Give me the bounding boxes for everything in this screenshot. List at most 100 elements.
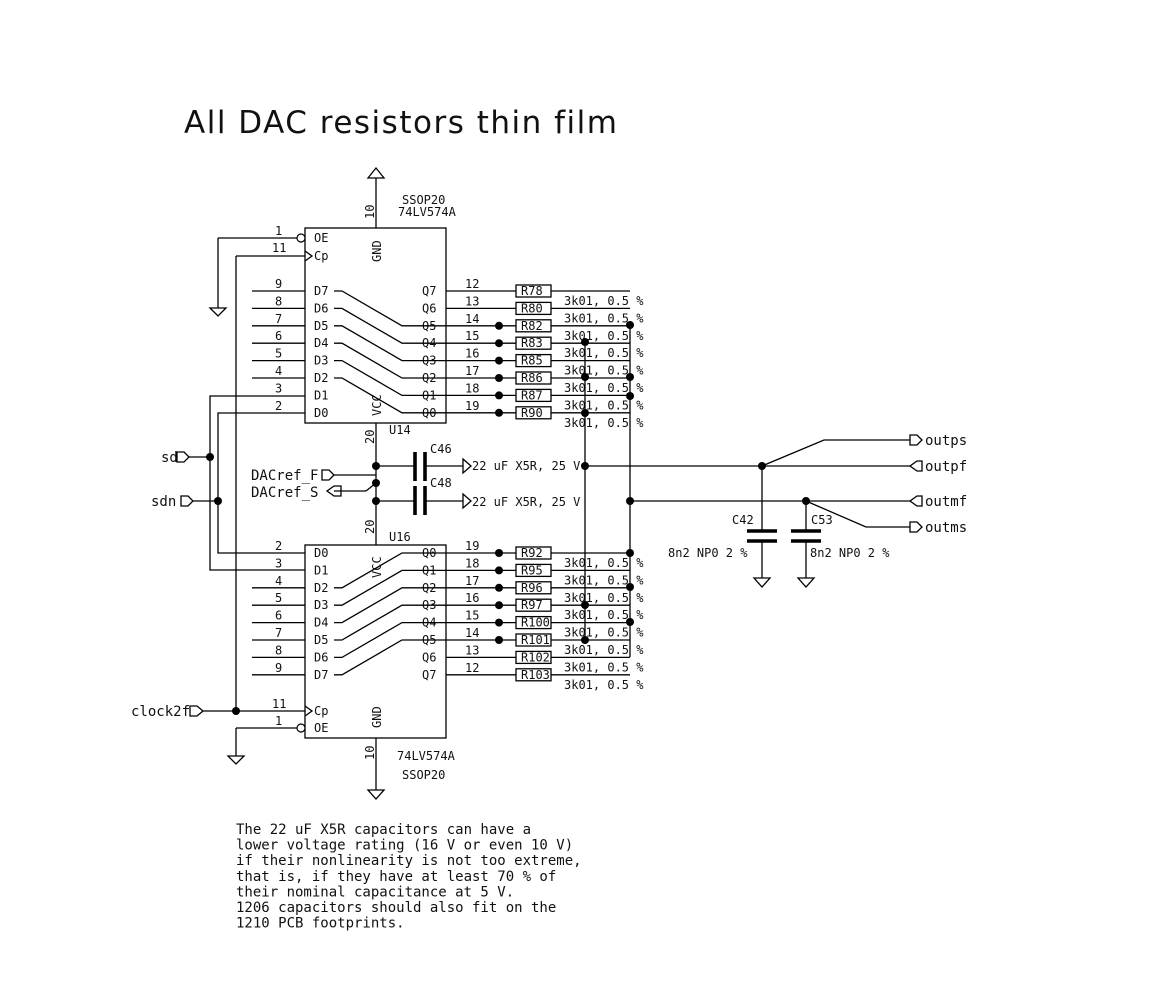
sd-port-icon (176, 451, 190, 463)
u16-output-pin: 13 (465, 643, 479, 657)
sdn-label: sdn (151, 494, 176, 510)
u16-input-name: D6 (314, 650, 328, 664)
dacref-s-port-icon (325, 485, 342, 497)
design-note: The 22 uF X5R capacitors can have alower… (236, 822, 582, 932)
u14-junction-dot (495, 356, 503, 365)
u14-input-name: D1 (314, 388, 328, 402)
u16-resistor-value: 3k01, 0.5 % (564, 591, 644, 605)
u14-input-name: D4 (314, 336, 328, 350)
c53-ref: C53 (811, 513, 833, 527)
u14-junction-dot (495, 374, 503, 382)
u14-input-pin: 3 (275, 381, 282, 395)
u16-oe-ground-icon (226, 755, 246, 765)
u14-resistor-value: 3k01, 0.5 % (564, 329, 644, 343)
u14-input-pin: 9 (275, 277, 282, 291)
sdn-port-icon (180, 495, 194, 507)
u14-cp-pin: 11 (272, 241, 286, 255)
u14-resistor-ref: R80 (521, 301, 543, 315)
u14-resistor-ref: R85 (521, 354, 543, 368)
u16-resistor-ref: R95 (521, 563, 543, 577)
u14-resistor-ref: R83 (521, 336, 543, 350)
u16-output-name: Q6 (422, 650, 436, 664)
u16-input-pin: 7 (275, 626, 282, 640)
u16-resistor-value: 3k01, 0.5 % (564, 608, 644, 622)
u14-input-name: D3 (314, 354, 328, 368)
u14-input-pin: 6 (275, 329, 282, 343)
u16-junction-dot (495, 583, 503, 592)
u16-resistor-value: 3k01, 0.5 % (564, 556, 644, 570)
u14-input-pin: 4 (275, 364, 282, 378)
u16-ref: U16 (389, 530, 411, 544)
note-line: if their nonlinearity is not too extreme… (236, 853, 582, 869)
u14-output-pin: 15 (465, 329, 479, 343)
u16-package: SSOP20 (402, 768, 445, 782)
outpf-port-icon (908, 460, 923, 472)
u16-input-name: D7 (314, 668, 328, 682)
outms-port-icon (909, 521, 923, 533)
u14-resistor-value: 3k01, 0.5 % (564, 294, 644, 308)
clock-port-icon (189, 705, 205, 717)
u14-resistor-ref: R78 (521, 284, 543, 298)
u16-internal-route (334, 587, 446, 624)
u16-junction-dot (495, 566, 503, 575)
u16-resistor-value: 3k01, 0.5 % (564, 573, 644, 587)
u16-resistor-ref: R101 (521, 633, 550, 647)
u14-output-pin: 19 (465, 399, 479, 413)
u16-resistor-ref: R97 (521, 598, 543, 612)
u16-input-pin: 6 (275, 609, 282, 623)
u14-junction-dot (495, 321, 503, 330)
u16-input-pin: 5 (275, 591, 282, 605)
u14-output-pin: 17 (465, 364, 479, 378)
u16-chip: U16 74LV574A SSOP20 20 VCC 10 GND 11 Cp … (226, 520, 516, 800)
u16-output-pin: 19 (465, 539, 479, 553)
u16-input-pin: 4 (275, 574, 282, 588)
u16-junction-dot (495, 636, 503, 644)
u14-resistor-value: 3k01, 0.5 % (564, 346, 644, 360)
c53-ground-icon (796, 577, 816, 588)
u14-resistor-ref: R87 (521, 388, 543, 402)
u14-input-pin: 5 (275, 347, 282, 361)
u16-input-name: D4 (314, 616, 328, 630)
u16-internal-route (334, 552, 446, 589)
u14-resistor-ref: R90 (521, 406, 543, 420)
u14-output-pin: 18 (465, 381, 479, 395)
u16-resistor-ref: R102 (521, 650, 550, 664)
u14-resistor-value: 3k01, 0.5 % (564, 311, 644, 325)
u16-resistor-ref: R92 (521, 546, 543, 560)
u16-input-name: D2 (314, 581, 328, 595)
c48-ref: C48 (430, 476, 452, 490)
u14-oe-label: OE (314, 231, 328, 245)
u14-oe-ground-icon (208, 307, 228, 317)
schematic-title: All DAC resistors thin film (184, 105, 618, 141)
c46-ref: C46 (430, 442, 452, 456)
u14-output-pin: 13 (465, 294, 479, 308)
u14-junction-dot (495, 408, 503, 417)
u16-internal-route (334, 569, 446, 606)
u16-cp-pin: 11 (272, 697, 286, 711)
u16-resistor-value: 3k01, 0.5 % (564, 643, 644, 657)
note-line: The 22 uF X5R capacitors can have a (236, 822, 531, 838)
note-line: 1206 capacitors should also fit on the (236, 900, 556, 916)
u16-part: 74LV574A (397, 749, 456, 763)
u16-gnd-pin: 10 (363, 746, 377, 760)
u16-input-pin: 3 (275, 556, 282, 570)
c48-capacitor: C48 22 uF X5R, 25 V (376, 476, 580, 515)
u16-output-name: Q7 (422, 668, 436, 682)
u16-input-pin: 2 (275, 539, 282, 553)
note-line: their nominal capacitance at 5 V. (236, 884, 514, 900)
u14-output-pin: 14 (465, 312, 479, 326)
u14-output-pin: 12 (465, 277, 479, 291)
u14-chip: SSOP20 74LV574A U14 10 GND 20 VCC 1 OE 1… (208, 166, 516, 545)
u14-internal-route (334, 359, 446, 397)
u16-internal-route (334, 604, 446, 641)
u14-internal-route (334, 325, 446, 362)
u16-resistor-value: 3k01, 0.5 % (564, 678, 644, 692)
u16-junction-dot (495, 618, 503, 627)
u16-input-name: D3 (314, 598, 328, 612)
c42-value: 8n2 NP0 2 % (668, 546, 748, 560)
u14-junction-dot (495, 339, 503, 348)
u14-output-name: Q7 (422, 284, 436, 298)
